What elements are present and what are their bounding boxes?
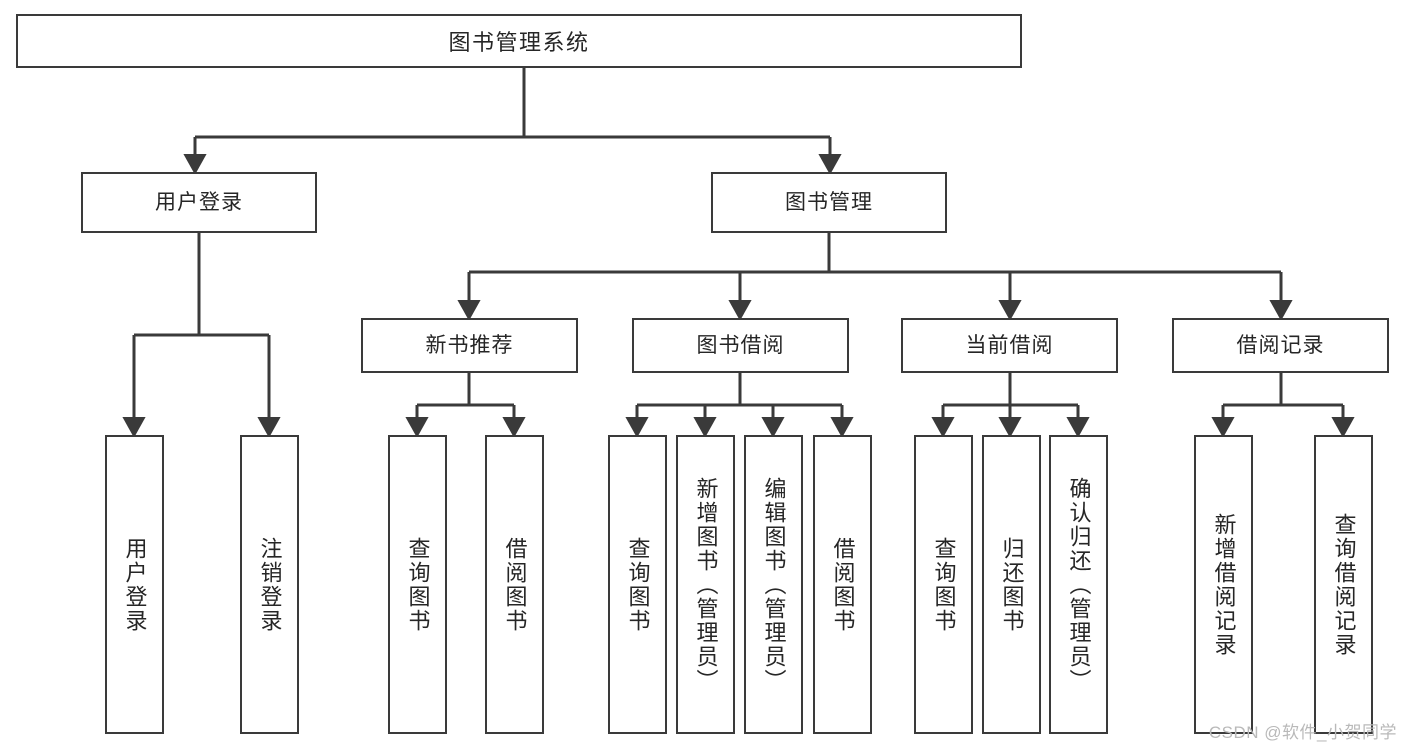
node-label: 当前借阅 — [965, 333, 1054, 357]
leaf-current-return-book[interactable]: 归还图书 — [982, 435, 1041, 734]
node-label: 借阅图书 — [830, 536, 856, 633]
leaf-record-query-record[interactable]: 查询借阅记录 — [1314, 435, 1373, 734]
node-borrow-record[interactable]: 借阅记录 — [1172, 318, 1389, 373]
node-label: 图书借阅 — [696, 333, 785, 357]
leaf-record-add-record[interactable]: 新增借阅记录 — [1194, 435, 1253, 734]
node-label: 借阅记录 — [1236, 333, 1325, 357]
node-new-book-recommend[interactable]: 新书推荐 — [361, 318, 578, 373]
node-label: 查询图书 — [625, 536, 651, 633]
leaf-user-login-logout[interactable]: 注销登录 — [240, 435, 299, 734]
node-label: 用户登录 — [122, 536, 148, 633]
node-label: 查询图书 — [931, 536, 957, 633]
leaf-borrow-query-book[interactable]: 查询图书 — [608, 435, 667, 734]
node-label: 图书管理系统 — [448, 30, 590, 55]
node-label: 归还图书 — [999, 536, 1025, 633]
csdn-watermark: CSDN @软件_小贺同学 — [1208, 723, 1397, 742]
leaf-borrow-borrow-book[interactable]: 借阅图书 — [813, 435, 872, 734]
node-label: 注销登录 — [257, 536, 283, 633]
leaf-recommend-borrow-book[interactable]: 借阅图书 — [485, 435, 544, 734]
leaf-borrow-edit-book-admin[interactable]: 编辑图书（管理员） — [744, 435, 803, 734]
node-label: 编辑图书（管理员） — [761, 476, 787, 693]
node-label: 查询图书 — [405, 536, 431, 633]
node-book-borrow[interactable]: 图书借阅 — [632, 318, 849, 373]
node-label: 确认归还（管理员） — [1066, 476, 1092, 693]
node-label: 用户登录 — [155, 190, 243, 214]
node-current-borrow[interactable]: 当前借阅 — [901, 318, 1118, 373]
node-label: 新增借阅记录 — [1211, 512, 1237, 657]
node-root-system[interactable]: 图书管理系统 — [16, 14, 1022, 68]
node-label: 图书管理 — [785, 190, 873, 214]
leaf-borrow-add-book-admin[interactable]: 新增图书（管理员） — [676, 435, 735, 734]
node-user-login[interactable]: 用户登录 — [81, 172, 317, 233]
node-label: 新书推荐 — [425, 333, 514, 357]
node-book-management[interactable]: 图书管理 — [711, 172, 947, 233]
node-label: 借阅图书 — [502, 536, 528, 633]
node-label: 查询借阅记录 — [1331, 512, 1357, 657]
node-label: 新增图书（管理员） — [693, 476, 719, 693]
leaf-recommend-query-book[interactable]: 查询图书 — [388, 435, 447, 734]
leaf-current-query-book[interactable]: 查询图书 — [914, 435, 973, 734]
leaf-current-confirm-return-admin[interactable]: 确认归还（管理员） — [1049, 435, 1108, 734]
leaf-user-login-login[interactable]: 用户登录 — [105, 435, 164, 734]
